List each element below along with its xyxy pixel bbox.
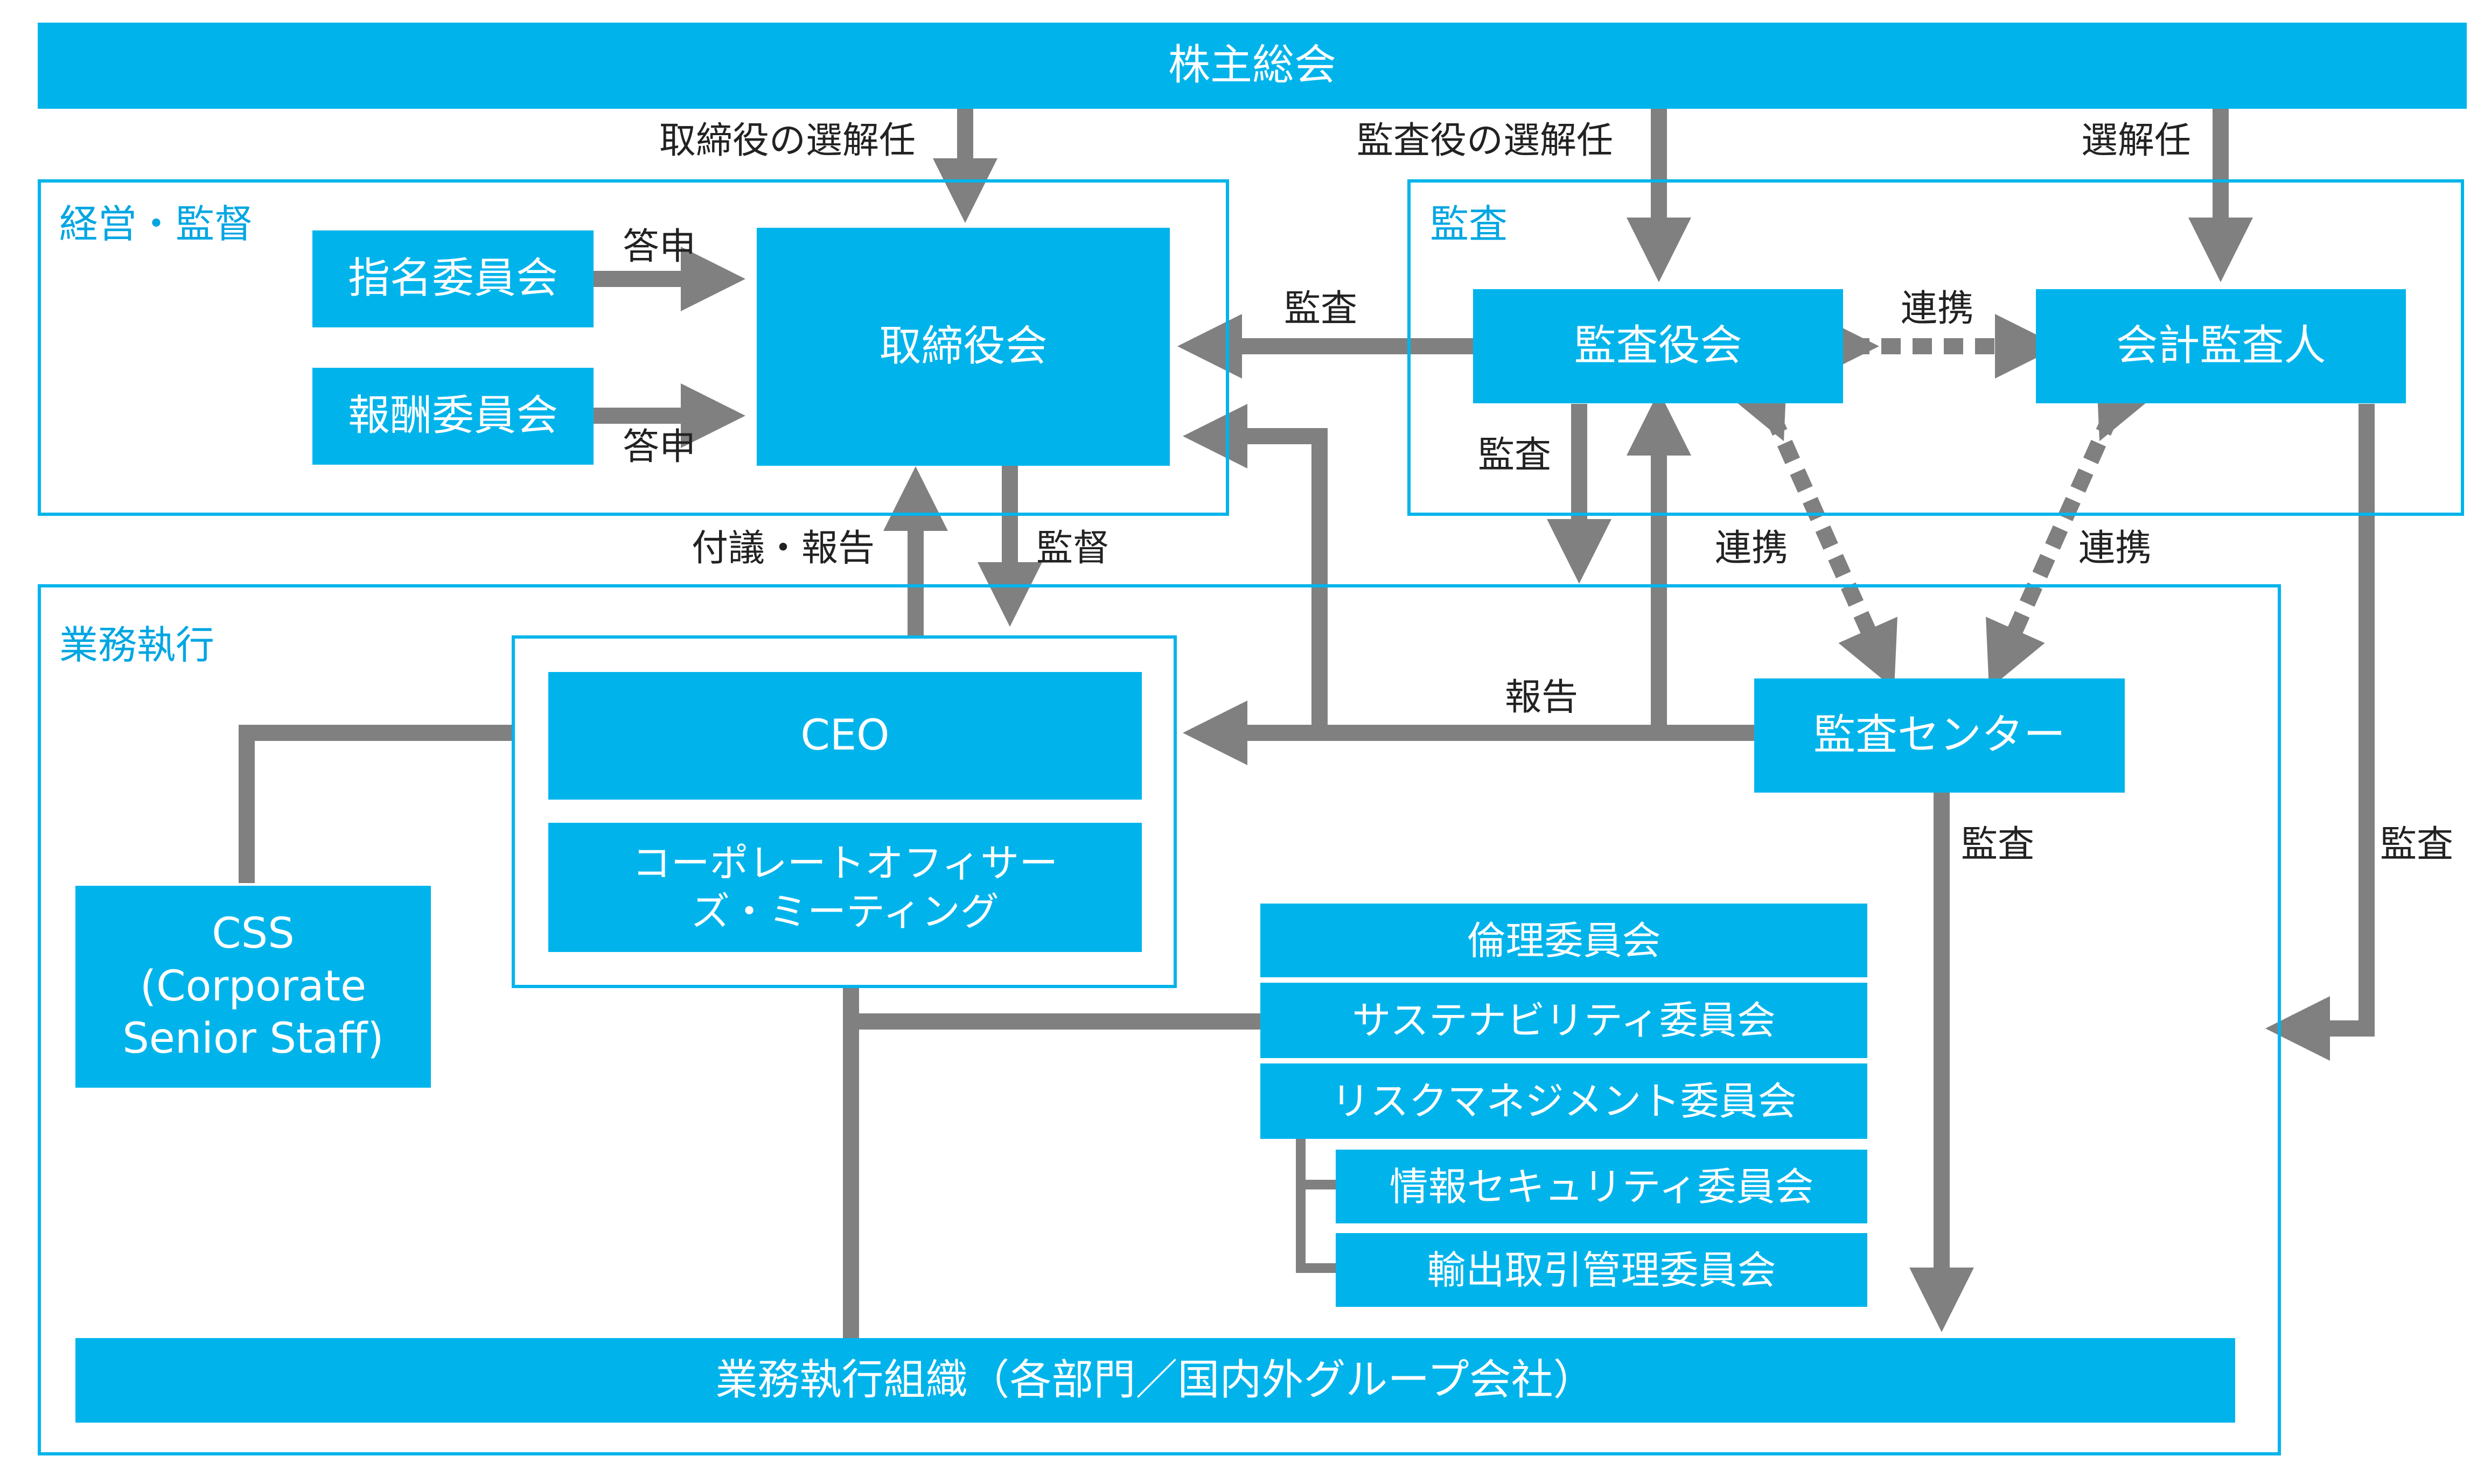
- line-css-to-ceo: [239, 725, 514, 883]
- dashed-kansayakukai-center: [1728, 369, 1897, 689]
- sustainability-committee: サステナビリティ委員会: [1260, 983, 1867, 1058]
- arrow-accounting-audit: [2265, 404, 2375, 1061]
- dashed-accounting-center: [1986, 369, 2155, 689]
- corporate-officers-box: コーポレートオフィサーズ・ミーティング: [548, 823, 1142, 952]
- accounting-auditor-box: 会計監査人: [2036, 289, 2406, 403]
- management-title: 経営・監督: [59, 201, 254, 247]
- label-proposal-report: 付議・報告: [692, 527, 875, 570]
- export-control-committee: 輸出取引管理委員会: [1336, 1233, 1867, 1307]
- audit-title: 監査: [1430, 201, 1508, 247]
- audit-frame: [1407, 179, 2464, 516]
- label-audit-center-down: 監査: [1961, 823, 2035, 866]
- kansayakukai-box: 監査役会: [1473, 289, 1843, 403]
- shareholders-meeting: 株主総会: [38, 23, 2467, 109]
- nomination-committee: 指名委員会: [312, 230, 594, 327]
- risk-management-committee: リスクマネジメント委員会: [1260, 1063, 1867, 1139]
- label-supervision: 監督: [1036, 527, 1110, 570]
- board-of-directors: 取締役会: [757, 228, 1170, 466]
- label-report-compensation: 答申: [623, 426, 696, 468]
- label-audit-right: 監査: [2380, 823, 2454, 866]
- execution-title: 業務執行: [59, 622, 215, 668]
- arrow-center-to-board: [1183, 404, 1328, 733]
- label-audit-board: 監査: [1284, 288, 1358, 330]
- label-elect-directors: 取締役の選解任: [659, 120, 916, 162]
- label-audit-down: 監査: [1478, 434, 1552, 477]
- label-elect: 選解任: [2081, 120, 2192, 162]
- label-report-nomination: 答申: [623, 226, 696, 268]
- label-cooperation-right: 連携: [2078, 527, 2152, 570]
- ceo-box: CEO: [548, 672, 1142, 800]
- execution-organization: 業務執行組織（各部門／国内外グループ会社）: [75, 1338, 2235, 1423]
- label-elect-auditors: 監査役の選解任: [1357, 120, 1614, 162]
- label-cooperation-top: 連携: [1901, 288, 1974, 330]
- css-box: CSS (Corporate Senior Staff): [75, 886, 431, 1088]
- ethics-committee: 倫理委員会: [1260, 904, 1867, 977]
- info-security-committee: 情報セキュリティ委員会: [1336, 1150, 1867, 1223]
- compensation-committee: 報酬委員会: [312, 368, 594, 465]
- label-report-center: 報告: [1505, 676, 1579, 719]
- label-cooperation-left: 連携: [1715, 527, 1789, 570]
- audit-center-box: 監査センター: [1754, 678, 2125, 793]
